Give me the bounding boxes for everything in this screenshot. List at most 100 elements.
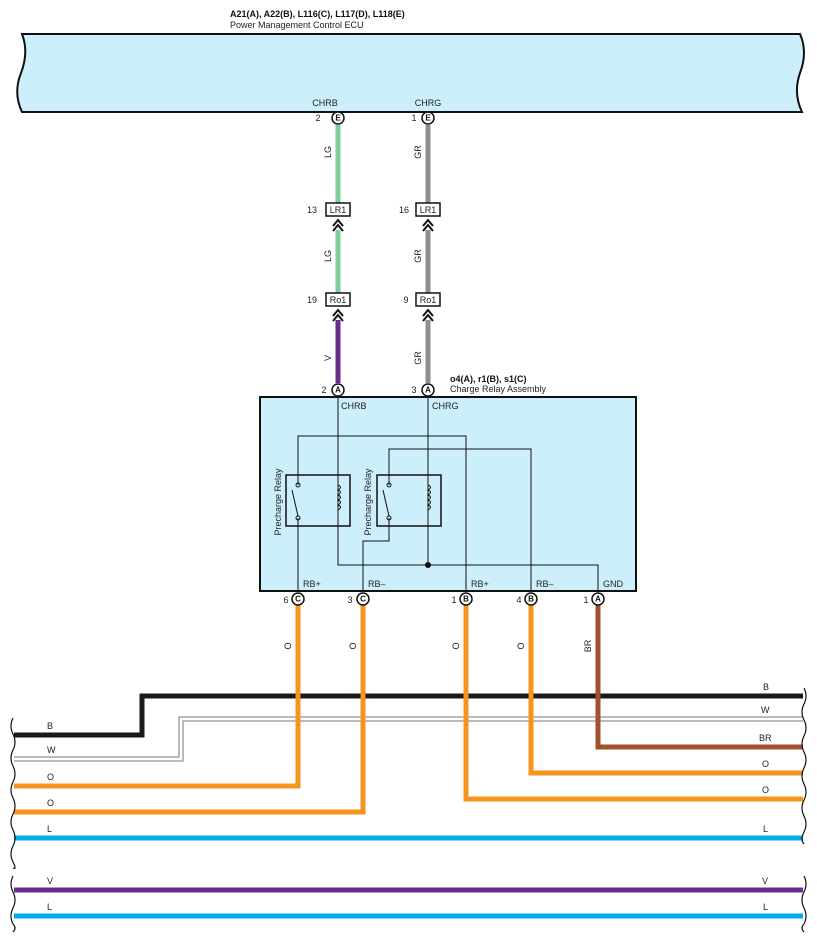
relay-pin-chrb-letter: A <box>335 386 341 395</box>
relay-pin-chrg-circle <box>421 383 435 397</box>
junction-lr1-right-number: 16 <box>399 205 409 215</box>
bus-right-label-b: B <box>763 682 769 692</box>
ecu-pin-chrb-signal: CHRB <box>312 98 338 108</box>
wire-label-lg-2: LG <box>323 250 333 262</box>
wire-label-gr-1: GR <box>413 145 423 159</box>
relay-pin-chrg-signal: CHRG <box>432 401 459 411</box>
ecu-pin-chrb-number: 2 <box>315 113 320 123</box>
relay-pin-chrb-signal: CHRB <box>341 401 367 411</box>
junction-ro1-right-number: 9 <box>403 295 408 305</box>
wire-rb-minus-b-o <box>528 605 803 776</box>
junction-lr1-left-name: LR1 <box>330 205 347 215</box>
relay-coil-icon <box>336 484 341 511</box>
relay-bottom-pin-1-signal: RB+ <box>303 579 321 589</box>
relay-bottom-pin-4-number: 4 <box>516 595 521 605</box>
relay-pin-chrg-number: 3 <box>411 385 416 395</box>
relay-bottom-pin-4-circle <box>524 592 538 606</box>
wire-label-gr-3: GR <box>413 351 423 365</box>
junction-ro1-left <box>325 292 351 307</box>
relay-coil-icon <box>426 484 431 511</box>
relay-assembly-connectors-label: o4(A), r1(B), s1(C) <box>450 374 527 384</box>
bus-right-label-o2: O <box>762 785 769 795</box>
drop-label-2: O <box>348 642 358 649</box>
relay-bottom-pin-2-letter: C <box>360 595 366 604</box>
relay-bottom-pin-5-letter: A <box>595 595 601 604</box>
ecu-connectors-label: A21(A), A22(B), L116(C), L117(D), L118(E… <box>230 9 405 19</box>
junction-ro1-left-name: Ro1 <box>330 295 347 305</box>
junction-lr1-right <box>415 202 441 217</box>
ecu-body <box>16 33 805 113</box>
junction-lr1-left <box>325 202 351 217</box>
relay-pin-chrb-circle <box>331 383 345 397</box>
bus-right-label-v: V <box>762 876 768 886</box>
bus-left-label-b: B <box>47 721 53 731</box>
wire-gnd-br <box>595 605 803 750</box>
precharge-relay-2-box <box>376 474 442 527</box>
bus-right-label-o1: O <box>762 759 769 769</box>
wire-rb-plus-c-o <box>14 605 301 789</box>
ecu-pin-chrb-circle <box>331 111 345 125</box>
junction-lr1-left-number: 13 <box>307 205 317 215</box>
precharge-relay-1-label: Precharge Relay <box>273 468 283 536</box>
relay-bottom-pin-3-circle <box>459 592 473 606</box>
relay-junction-dot <box>425 562 431 568</box>
wire-rb-minus-c-o <box>14 605 366 815</box>
drop-label-1: O <box>283 642 293 649</box>
relay-switch-icon <box>291 482 301 521</box>
relay-bottom-pin-5-number: 1 <box>583 595 588 605</box>
junction-ro1-right <box>415 292 441 307</box>
relay-bottom-pin-2-number: 3 <box>347 595 352 605</box>
bus-left-label-o2: O <box>47 798 54 808</box>
relay-bottom-pins: 6 C 3 C 1 B 4 B 1 A <box>283 592 605 606</box>
left-break-marks <box>10 717 16 933</box>
connector-arrow-icon <box>422 218 434 232</box>
relay-bottom-pin-1-letter: C <box>295 595 301 604</box>
bus-left-label-l1: L <box>47 824 52 834</box>
bus-b <box>14 693 803 738</box>
junction-ro1-right-name: Ro1 <box>420 295 437 305</box>
junction-lr1-right-name: LR1 <box>420 205 437 215</box>
connector-arrow-icon <box>332 218 344 232</box>
relay-bottom-pin-1-circle <box>291 592 305 606</box>
bus-right-label-br: BR <box>759 733 772 743</box>
relay-bottom-pin-4-letter: B <box>528 595 534 604</box>
precharge-relay-1-box <box>285 474 351 527</box>
ecu-name-label: Power Management Control ECU <box>230 20 364 30</box>
drop-label-4: O <box>516 642 526 649</box>
ecu-pin-chrg-circle <box>421 111 435 125</box>
relay-internal-wiring <box>297 397 599 591</box>
relay-assembly-name-label: Charge Relay Assembly <box>450 384 547 394</box>
wire-label-v: V <box>323 355 333 361</box>
ecu-pin-chrg-number: 1 <box>411 113 416 123</box>
right-break-marks <box>801 687 807 933</box>
wire-label-lg-1: LG <box>323 146 333 158</box>
relay-bottom-pin-3-number: 1 <box>451 595 456 605</box>
relay-pin-chrg-letter: A <box>425 386 431 395</box>
relay-bottom-pin-3-signal: RB+ <box>471 579 489 589</box>
bus-right-label-w: W <box>761 705 770 715</box>
drop-label-5: BR <box>583 639 593 652</box>
relay-bottom-pin-5-circle <box>591 592 605 606</box>
relay-bottom-pin-2-circle <box>356 592 370 606</box>
connector-arrow-icon <box>422 308 434 322</box>
bus-w <box>14 717 803 761</box>
connector-arrow-icon <box>332 308 344 322</box>
relay-bottom-pin-1-number: 6 <box>283 595 288 605</box>
wire-rb-plus-b-o <box>463 605 803 802</box>
ecu-pin-chrg-letter: E <box>425 114 431 123</box>
bus-right-label-l2: L <box>763 902 768 912</box>
relay-bottom-pin-5-signal: GND <box>603 579 624 589</box>
relay-bottom-pin-4-signal: RB– <box>536 579 554 589</box>
bus-right-label-l1: L <box>763 824 768 834</box>
bus-left-label-o1: O <box>47 772 54 782</box>
bus-left-label-l2: L <box>47 902 52 912</box>
bus-left-label-v: V <box>47 876 53 886</box>
bus-left-label-w: W <box>47 745 56 755</box>
bus-w-outline <box>14 716 803 762</box>
relay-bottom-pin-2-signal: RB– <box>368 579 386 589</box>
relay-bottom-pin-3-letter: B <box>463 595 469 604</box>
relay-pin-chrb-number: 2 <box>321 385 326 395</box>
drop-label-3: O <box>451 642 461 649</box>
wire-label-gr-2: GR <box>413 249 423 263</box>
